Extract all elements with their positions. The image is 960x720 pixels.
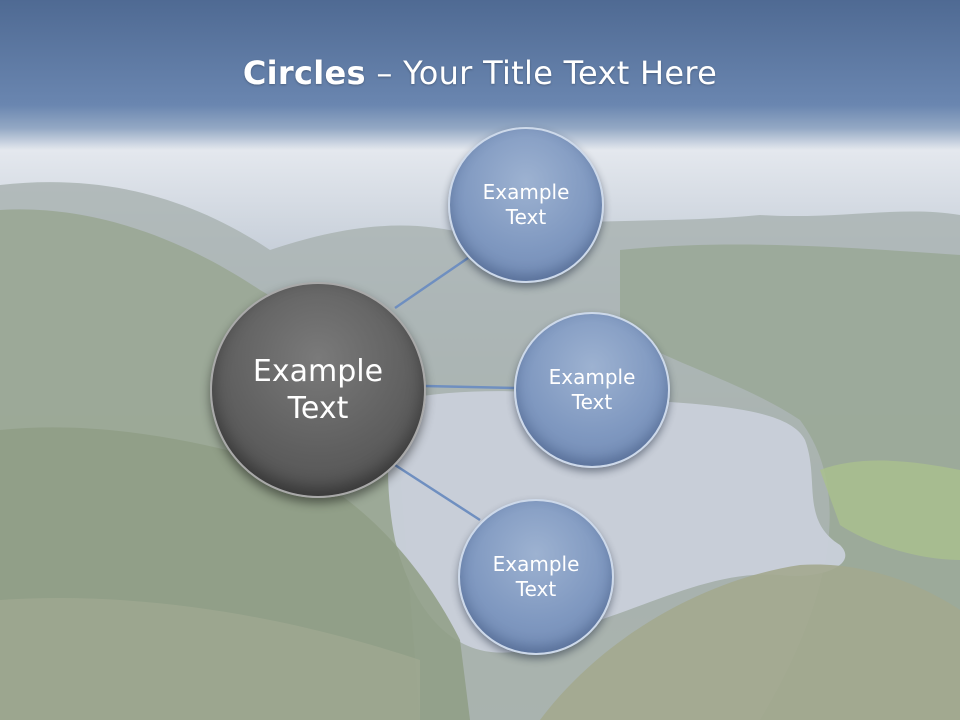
- connector-line-middle: [424, 384, 516, 390]
- connector-line-bottom: [394, 463, 481, 522]
- node-circle-middle: Example Text: [514, 312, 670, 468]
- title-rest: – Your Title Text Here: [365, 54, 718, 92]
- node-top-label: Example Text: [482, 180, 570, 229]
- center-circle-label: Example Text: [252, 353, 384, 427]
- connector-line-top: [394, 256, 469, 310]
- slide-title: Circles – Your Title Text Here: [0, 54, 960, 92]
- node-middle-label: Example Text: [548, 365, 636, 414]
- node-circle-top: Example Text: [448, 127, 604, 283]
- title-bold: Circles: [242, 54, 366, 92]
- center-circle: Example Text: [210, 282, 426, 498]
- node-bottom-label: Example Text: [492, 552, 580, 601]
- node-circle-bottom: Example Text: [458, 499, 614, 655]
